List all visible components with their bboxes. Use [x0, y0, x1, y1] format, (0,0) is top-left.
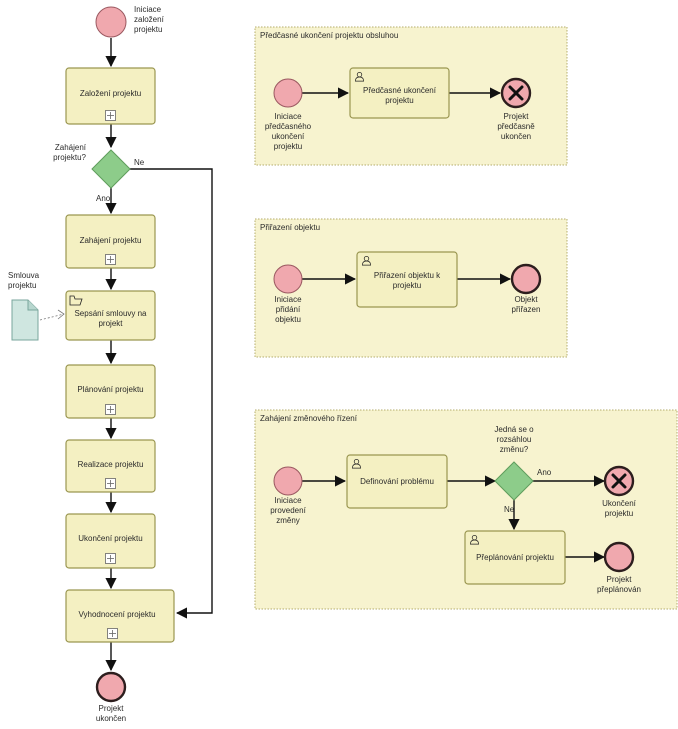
subprocess-marker-icon [105, 553, 116, 564]
task-zahajeni-projektu[interactable]: Zahájení projektu [65, 214, 156, 269]
subprocess-marker-icon [107, 628, 118, 639]
cancel-icon [611, 473, 627, 489]
start-event-pridani-objektu[interactable] [273, 264, 303, 294]
gateway-no-label: Ne [504, 505, 515, 514]
subprocess-marker-icon [105, 404, 116, 415]
start-event-zalozeni[interactable] [95, 6, 127, 38]
pool-title: Zahájení změnového řízení [260, 414, 358, 423]
task-label: Vyhodnocení projektu [78, 610, 155, 619]
flow-gateway-no [130, 168, 213, 619]
gateway-zahajeni-projektu[interactable] [91, 149, 131, 189]
end-event-objekt-prirazen[interactable] [510, 263, 542, 295]
cancel-icon [508, 85, 524, 101]
task-ukonceni-projektu[interactable]: Ukončení projektu [65, 513, 156, 569]
subprocess-marker-icon [105, 254, 116, 265]
task-label: Přeplánování projektu [476, 553, 554, 562]
task-label: Definování problému [360, 477, 434, 486]
end-event-projekt-ukoncen[interactable] [95, 671, 127, 703]
data-object-smlouva[interactable] [11, 299, 39, 341]
end-event-ukonceni-projektu[interactable] [603, 465, 635, 497]
task-preplanovani-projektu[interactable]: Přeplánování projektu [464, 530, 566, 585]
pool-title: Předčasné ukončení projektu obsluhou [260, 31, 398, 40]
subprocess-marker-icon [105, 478, 116, 489]
gateway-yes-label: Ano [96, 194, 111, 203]
gateway-yes-label: Ano [537, 468, 552, 477]
task-vyhodnoceni-projektu[interactable]: Vyhodnocení projektu [65, 589, 175, 643]
task-label: Zahájení projektu [80, 236, 142, 245]
envelope-icon [69, 295, 83, 306]
pool-title: Přiřazení objektu [260, 223, 320, 232]
data-association-arrow [57, 309, 65, 320]
start-event-provedeni-zmeny[interactable] [273, 466, 303, 496]
gateway-rozsahla-zmena[interactable] [494, 461, 534, 501]
task-label: Plánování projektu [77, 385, 143, 394]
task-label: Založení projektu [80, 89, 141, 98]
end-event-projekt-preplanovan[interactable] [603, 541, 635, 573]
data-association [39, 313, 65, 321]
subprocess-marker-icon [105, 110, 116, 121]
task-definovani-problemu[interactable]: Definování problému [346, 454, 448, 509]
task-zalozeni-projektu[interactable]: Založení projektu [65, 67, 156, 125]
gateway-no-label: Ne [134, 158, 145, 167]
pool-predcasne-ukonceni: Předčasné ukončení projektu obsluhou Ini… [254, 26, 568, 166]
task-label: Ukončení projektu [78, 534, 142, 543]
start-event-predcasne[interactable] [273, 78, 303, 108]
end-event-predcasne-ukoncen[interactable] [500, 77, 532, 109]
task-planovani-projektu[interactable]: Plánování projektu [65, 364, 156, 419]
task-label: Realizace projektu [78, 460, 144, 469]
task-realizace-projektu[interactable]: Realizace projektu [65, 439, 156, 493]
